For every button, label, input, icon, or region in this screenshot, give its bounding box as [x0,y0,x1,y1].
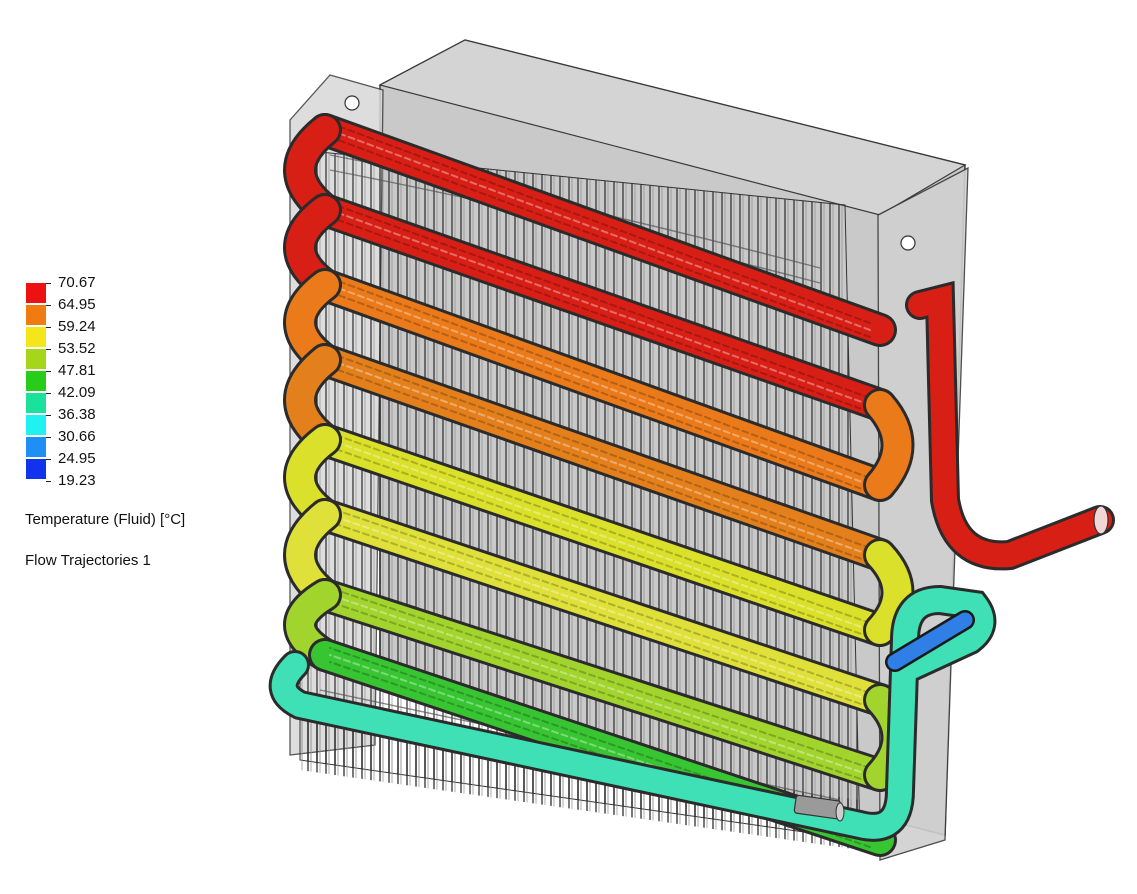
flow-trajectory-streak [329,594,871,776]
tube-row-flow [311,196,894,419]
legend-label: 42.09 [58,384,96,401]
legend-swatch-2 [26,305,46,325]
legend-tick [46,349,51,350]
flow-trajectory-streak [329,507,871,694]
legend-label: 30.66 [58,428,96,445]
legend-label: 47.81 [58,362,96,379]
legend-tick [46,415,51,416]
flow-trajectory-streak [329,366,871,563]
right-u-bend-flow [866,541,912,644]
flow-trajectory-streak [329,122,871,324]
flow-trajectory-streak [329,291,871,493]
legend-label: 24.95 [58,450,96,467]
tube-row-flow [311,116,894,344]
legend-title: Temperature (Fluid) [°C] [25,511,186,528]
flow-trajectory-streak [329,209,871,406]
legend-swatch-1 [26,283,46,303]
outlet-pipe-flow [908,284,1112,568]
flow-trajectory-streak [329,587,871,769]
legend-swatch-5 [26,371,46,391]
flow-trajectory-streak [329,136,871,338]
legend-tick [46,305,51,306]
legend-label-min: 19.23 [58,472,96,489]
temperature-legend: 70.67 64.95 59.24 53.52 47.81 42.09 36.3… [24,275,244,580]
legend-label: 36.38 [58,406,96,423]
legend-tick [46,283,51,284]
color-scale-bar [26,283,46,483]
bracket-hole [344,95,360,111]
tube-row-flow [311,426,894,644]
legend-label: 53.52 [58,340,96,357]
tube-row-flow [311,271,894,499]
legend-tick [46,481,51,482]
flow-trajectory-streak [329,446,871,638]
legend-swatch-8 [26,437,46,457]
legend-swatch-4 [26,349,46,369]
flow-trajectory-streak [329,432,871,624]
flow-trajectory-streak [329,601,871,783]
right-u-bend-flow [866,391,912,499]
flow-trajectory-streak [329,216,871,413]
legend-tick [46,437,51,438]
legend-swatch-7 [26,415,46,435]
flow-trajectory-streak [329,359,871,556]
flow-trajectory-streak [329,277,871,479]
flow-trajectory-streak [329,284,871,486]
legend-tick [46,459,51,460]
legend-swatch-6 [26,393,46,413]
flow-trajectory-streak [329,439,871,631]
drain-stub [793,794,845,822]
legend-label-max: 70.67 [58,274,96,291]
legend-tick [46,393,51,394]
legend-tick [46,371,51,372]
tube-row-flow [311,501,894,714]
casing-top-face [378,39,967,216]
legend-swatch-9 [26,459,46,479]
fin-bottom-edge [300,720,860,850]
flow-trajectory-streak [329,202,871,399]
inlet-pipe-flow [887,612,973,670]
outlet-opening [1093,505,1109,535]
flow-trajectory-streak [329,521,871,708]
trajectory-set-label: Flow Trajectories 1 [25,552,151,569]
tube-row-flow [311,581,894,789]
legend-tick [46,327,51,328]
legend-label: 64.95 [58,296,96,313]
legend-swatch-3 [26,327,46,347]
flow-trajectory-streak [329,514,871,701]
flow-trajectory-streak [329,129,871,331]
legend-label: 59.24 [58,318,96,335]
return-tube-flow [271,587,994,839]
tube-row-flow [311,346,894,569]
bracket-hole [900,235,916,251]
flow-trajectory-streak [329,352,871,549]
